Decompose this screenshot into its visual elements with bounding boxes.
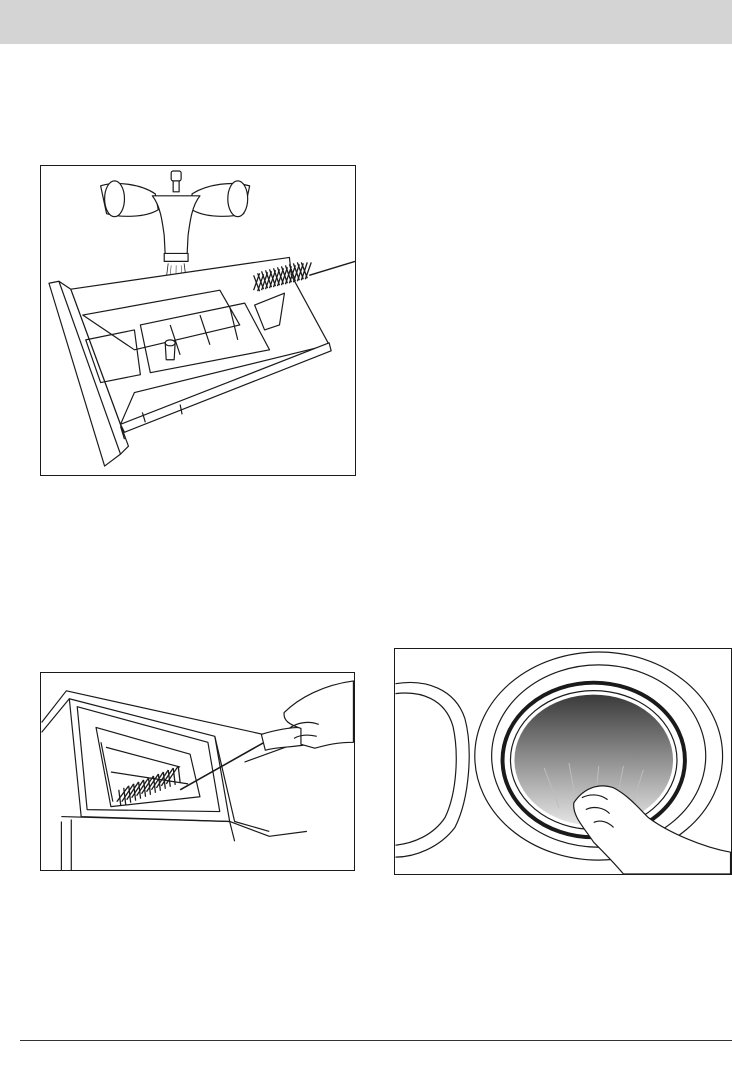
tap-handle-left-end [105, 181, 125, 217]
dispenser-cleaning-illustration [40, 165, 356, 476]
header-band [0, 0, 732, 44]
footer-rule [20, 1040, 732, 1041]
tap-body [152, 196, 200, 256]
tap-stem [173, 181, 179, 192]
door-seal-illustration [394, 648, 732, 875]
tap-spout [164, 253, 188, 261]
recess-frame [69, 699, 229, 822]
recess-cleaning-illustration [40, 672, 355, 871]
siphon-cap [165, 340, 175, 346]
tap-handle-right-end [228, 181, 248, 217]
dispenser-drawing [41, 166, 355, 475]
brush-handle [309, 261, 355, 275]
tap-knob [171, 171, 181, 181]
door-drawing [395, 649, 731, 874]
recess-drawing [41, 673, 354, 870]
brush-grip [261, 727, 303, 750]
